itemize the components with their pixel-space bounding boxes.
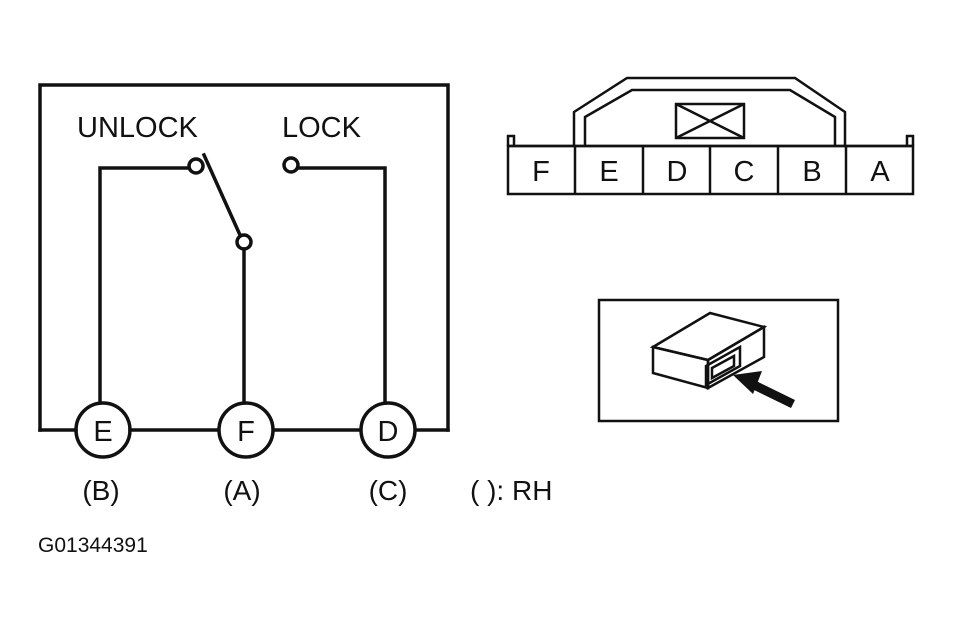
connector-view-inset xyxy=(597,298,840,423)
switch-box-socket-inner xyxy=(710,353,736,381)
inset-frame xyxy=(597,298,840,423)
view-arrow-icon xyxy=(733,371,795,409)
connector-latch xyxy=(674,102,746,140)
terminal-d-label: D xyxy=(378,416,399,448)
switch-box-front xyxy=(651,345,710,390)
connector-left-notch xyxy=(506,134,516,146)
terminal-f-rh-label: (A) xyxy=(223,475,260,506)
unlock-contact xyxy=(187,157,205,175)
switch-blade xyxy=(201,152,243,238)
terminal-d: D xyxy=(359,401,417,459)
connector-pin-label: E xyxy=(599,156,618,188)
connector-lock-hood xyxy=(572,76,847,146)
connector-face: F E D C B A xyxy=(506,76,915,196)
connector-lock-hood-inner xyxy=(583,88,837,146)
switch-schematic: UNLOCK LOCK E F D (B) (A) (C) ( ): RH xyxy=(38,83,552,506)
terminal-e-label: E xyxy=(93,416,112,448)
wire-e-unlock xyxy=(98,166,190,405)
terminal-f-label: F xyxy=(237,416,255,448)
wire-d-lock xyxy=(296,166,387,405)
switch-box-side xyxy=(706,324,766,391)
lock-label: LOCK xyxy=(282,112,362,144)
connector-pin-label: A xyxy=(870,156,890,188)
lock-contact xyxy=(282,156,300,174)
unlock-label: UNLOCK xyxy=(77,112,199,144)
connector-pin-label: D xyxy=(667,156,688,188)
terminal-f: F xyxy=(217,401,275,459)
terminal-d-rh-label: (C) xyxy=(369,475,408,506)
connector-right-notch xyxy=(905,134,915,146)
connector-pin-label: C xyxy=(734,156,755,188)
switch-pivot xyxy=(235,233,253,251)
figure-id: G01344391 xyxy=(38,534,148,557)
connector-pin-label: F xyxy=(532,156,550,188)
switch-housing-outline xyxy=(38,83,450,432)
switch-box-socket xyxy=(704,344,742,388)
terminal-e-rh-label: (B) xyxy=(82,475,119,506)
terminal-e: E xyxy=(74,401,132,459)
connector-latch-x2 xyxy=(675,102,745,140)
connector-pin-label: B xyxy=(802,156,821,188)
rh-note: ( ): RH xyxy=(470,475,552,506)
